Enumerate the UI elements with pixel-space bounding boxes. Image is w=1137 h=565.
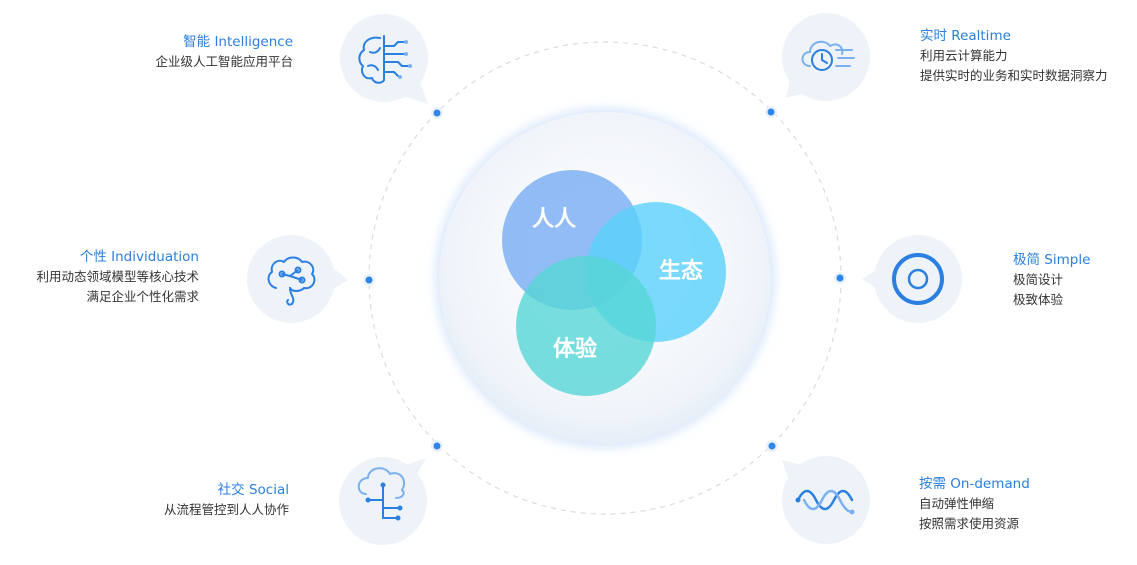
cloud-clock-icon (801, 40, 855, 71)
brain-circuit-icon (358, 35, 409, 84)
feature-title: 按需 On-demand (919, 476, 1030, 492)
feature-title: 智能 Intelligence (183, 34, 293, 50)
feature-realtime: 实时 Realtime 利用云计算能力 提供实时的业务和实时数据洞察力 (920, 26, 1108, 86)
venn-circle-experience (516, 256, 656, 396)
bubble-realtime (782, 13, 870, 101)
feature-social: 社交 Social 从流程管控到人人协作 (164, 480, 289, 520)
feature-intelligence: 智能 Intelligence 企业级人工智能应用平台 (155, 32, 293, 72)
cloud-network-icon (357, 467, 406, 519)
feature-title: 社交 Social (217, 482, 289, 498)
bubble-individuation (247, 235, 348, 323)
feature-line: 按照需求使用资源 (919, 516, 1020, 531)
feature-title: 个性 Individuation (79, 249, 199, 265)
venn-label-people: 人人 (532, 207, 576, 232)
brain-icon (267, 256, 316, 306)
feature-line: 满足企业个性化需求 (86, 289, 199, 304)
bubble-social (339, 457, 427, 545)
feature-line: 利用动态领域模型等核心技术 (36, 269, 199, 284)
feature-line: 企业级人工智能应用平台 (155, 54, 293, 69)
feature-line: 自动弹性伸缩 (919, 496, 995, 511)
feature-line: 极致体验 (1013, 292, 1064, 307)
feature-simple: 极简 Simple 极简设计 极致体验 (1013, 250, 1090, 310)
wave-icon (796, 489, 854, 514)
feature-line: 从流程管控到人人协作 (163, 502, 289, 517)
feature-line: 利用云计算能力 (920, 48, 1008, 63)
bubble-intelligence (340, 14, 428, 104)
venn-label-experience: 体验 (553, 336, 597, 362)
feature-title: 极简 Simple (1013, 252, 1091, 268)
feature-line: 提供实时的业务和实时数据洞察力 (920, 68, 1108, 83)
target-ring-icon (892, 253, 944, 305)
bubble-ondemand (782, 456, 870, 544)
feature-individuation: 个性 Individuation 利用动态领域模型等核心技术 满足企业个性化需求 (36, 247, 199, 307)
venn-label-ecosystem: 生态 (659, 258, 703, 284)
feature-line: 极简设计 (1013, 272, 1064, 287)
feature-ondemand: 按需 On-demand 自动弹性伸缩 按照需求使用资源 (919, 474, 1030, 534)
feature-title: 实时 Realtime (920, 28, 1011, 44)
bubble-simple (862, 235, 962, 323)
orbit-dots (363, 106, 846, 452)
